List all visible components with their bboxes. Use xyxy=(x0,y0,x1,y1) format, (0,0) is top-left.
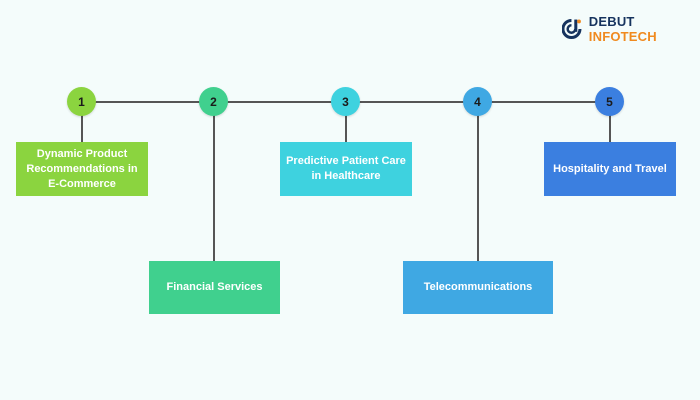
step-box-1: Dynamic Product Recommendations in E-Com… xyxy=(16,142,148,196)
step-2-label-line-1: Financial Services xyxy=(166,281,263,293)
step-box-3: Predictive Patient Care in Healthcare xyxy=(280,142,412,196)
brand-logo: DEBUT INFOTECH xyxy=(562,14,700,44)
step-4-label-line-1: Telecommunications xyxy=(423,281,533,293)
step-box-5: Hospitality and Travel xyxy=(544,142,676,196)
logo-mark-icon xyxy=(562,18,582,39)
brand-name: DEBUT INFOTECH xyxy=(589,14,700,44)
step-node-1: 1 xyxy=(67,87,96,116)
connector-3 xyxy=(345,103,347,142)
connector-2 xyxy=(213,103,215,261)
step-node-4: 4 xyxy=(463,87,492,116)
step-3-label-line-2: in Healthcare xyxy=(311,170,381,182)
brand-name-part2: INFOTECH xyxy=(588,29,657,44)
step-3-label-line-1: Predictive Patient Care xyxy=(286,155,406,167)
brand-name-part1: DEBUT xyxy=(588,14,635,29)
step-node-5: 5 xyxy=(595,87,624,116)
step-node-3: 3 xyxy=(331,87,360,116)
step-5-label-line-1: Hospitality and Travel xyxy=(553,162,667,175)
step-1-label-line-1: Dynamic Product xyxy=(36,147,128,160)
step-box-2: Financial Services xyxy=(149,261,280,314)
step-1-label-line-3: E-Commerce xyxy=(48,177,116,190)
step-box-4: Telecommunications xyxy=(403,261,553,314)
connector-1 xyxy=(81,103,83,142)
step-1-label-line-2: Recommendations in xyxy=(26,162,138,175)
connector-4 xyxy=(477,103,479,261)
step-node-2: 2 xyxy=(199,87,228,116)
connector-5 xyxy=(609,103,611,142)
